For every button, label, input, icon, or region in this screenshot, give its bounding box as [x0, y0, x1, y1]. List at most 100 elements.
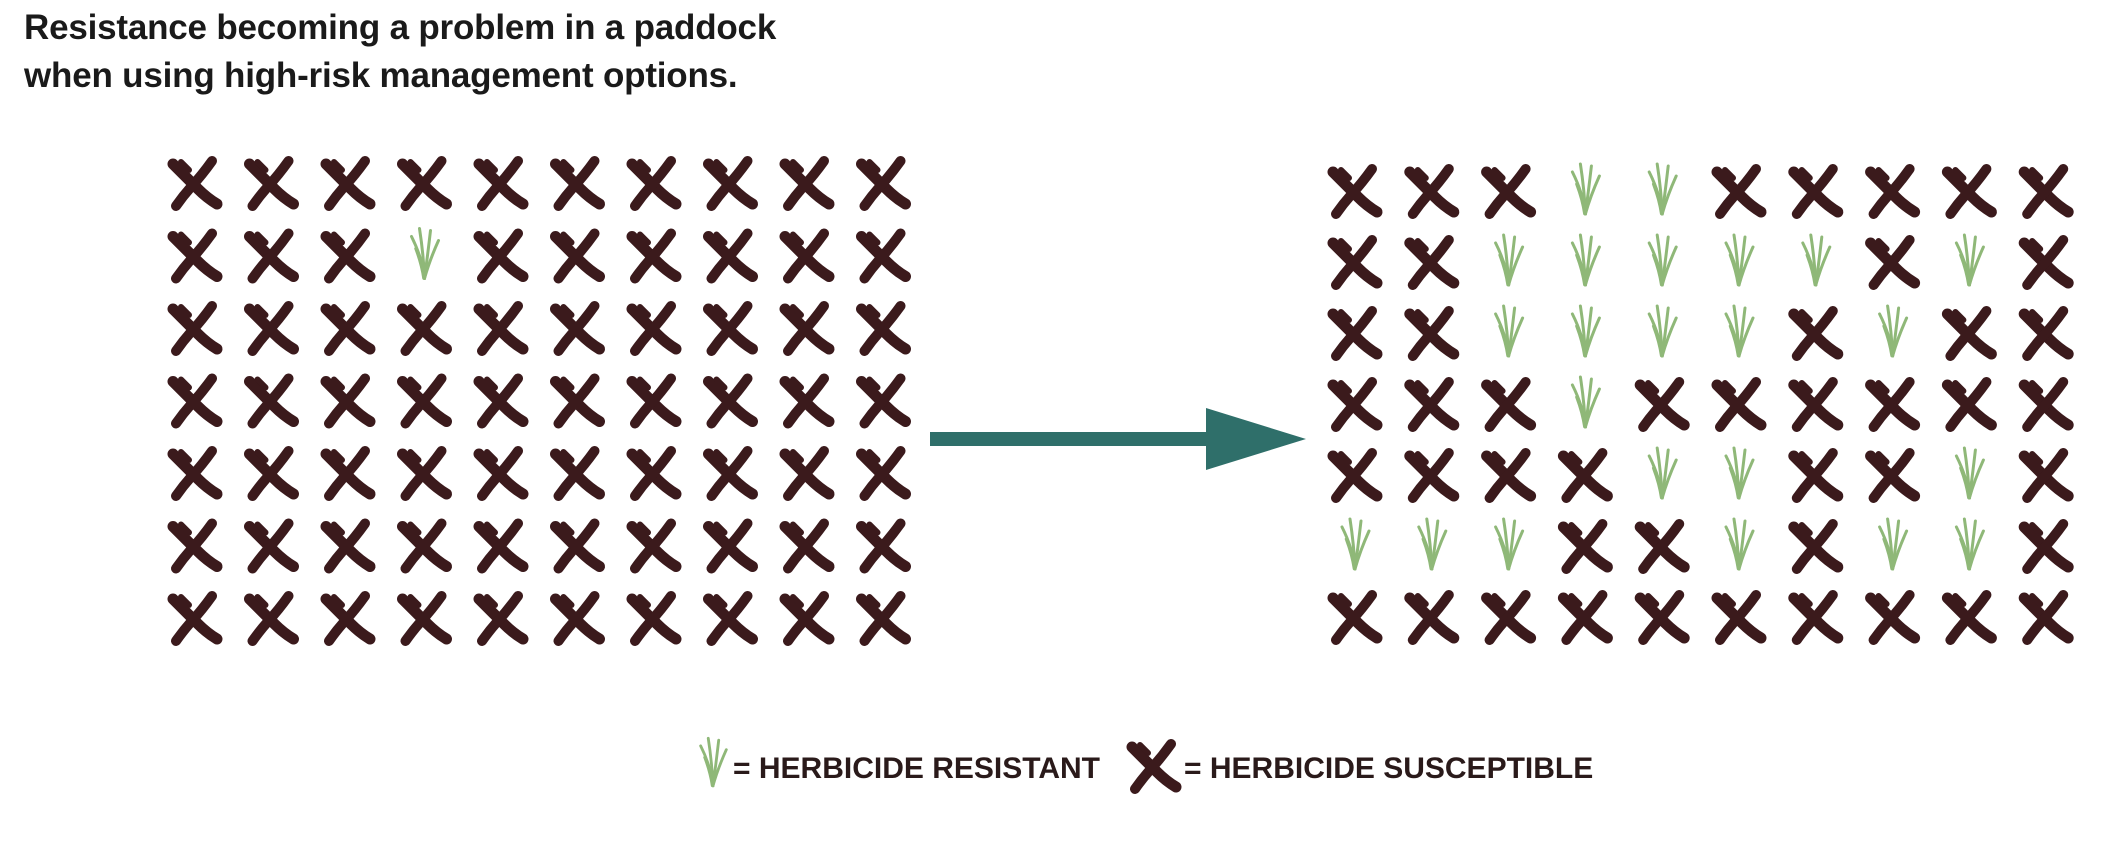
cross-mark-icon: [1794, 382, 1838, 427]
cross-mark-icon: [1487, 169, 1531, 214]
cross-mark-icon: [632, 306, 676, 351]
cross-mark-icon: [403, 379, 447, 424]
cross-mark-icon: [1871, 595, 1915, 640]
title-line-2: when using high-risk management options.: [24, 56, 738, 95]
cross-mark-icon: [785, 234, 829, 279]
cross-mark-icon: [1410, 311, 1454, 356]
cross-mark-icon: [709, 161, 753, 206]
cross-mark-icon: [479, 234, 523, 279]
cross-mark-icon: [173, 451, 217, 496]
grass-tuft-icon: [1494, 233, 1525, 287]
cross-mark-icon: [632, 596, 676, 641]
cross-mark-icon: [173, 306, 217, 351]
cross-mark-icon: [862, 234, 906, 279]
cross-mark-icon: [785, 451, 829, 496]
cross-mark-icon: [1871, 169, 1915, 214]
cross-mark-icon: [1794, 169, 1838, 214]
cross-mark-icon: [250, 524, 294, 569]
cross-mark-icon: [1487, 595, 1531, 640]
cross-mark-icon: [173, 161, 217, 206]
grass-tuft-icon: [1494, 304, 1525, 358]
grass-tuft-icon: [1494, 517, 1525, 571]
cross-mark-icon: [326, 306, 370, 351]
cross-mark-icon: [1333, 595, 1377, 640]
cross-mark-icon: [632, 524, 676, 569]
grass-tuft-icon: [1340, 517, 1371, 571]
cross-mark-icon: [1640, 524, 1684, 569]
grass-tuft-icon: [1570, 375, 1601, 429]
cross-mark-icon: [1640, 382, 1684, 427]
cross-mark-icon: [862, 451, 906, 496]
cross-mark-icon: [250, 161, 294, 206]
grass-tuft-icon: [410, 227, 440, 280]
figure-title: Resistance becoming a problem in a paddo…: [24, 4, 776, 100]
cross-mark-icon: [2024, 311, 2068, 356]
cross-mark-icon: [709, 306, 753, 351]
cross-mark-icon: [1563, 524, 1607, 569]
cross-mark-icon: [1717, 595, 1761, 640]
cross-mark-icon: [632, 161, 676, 206]
cross-mark-icon: [556, 379, 600, 424]
grass-tuft-icon: [1570, 304, 1601, 358]
arrow-icon: [930, 408, 1306, 470]
cross-mark-icon: [1563, 595, 1607, 640]
grass-tuft-icon: [1570, 233, 1601, 287]
cross-mark-icon: [479, 161, 523, 206]
cross-mark-icon: [1947, 382, 1991, 427]
grass-tuft-icon: [1647, 446, 1678, 500]
cross-mark-icon: [1333, 382, 1377, 427]
cross-mark-icon: [173, 596, 217, 641]
cross-mark-icon: [1563, 453, 1607, 498]
cross-mark-icon: [862, 306, 906, 351]
cross-mark-icon: [632, 234, 676, 279]
cross-mark-icon: [709, 596, 753, 641]
cross-mark-icon: [1333, 169, 1377, 214]
cross-mark-icon: [2024, 169, 2068, 214]
cross-mark-icon: [250, 451, 294, 496]
cross-mark-icon: [403, 161, 447, 206]
cross-mark-icon: [1947, 595, 1991, 640]
cross-mark-icon: [785, 596, 829, 641]
cross-mark-icon: [1333, 240, 1377, 285]
cross-mark-icon: [479, 596, 523, 641]
grass-tuft-icon: [1954, 446, 1985, 500]
cross-mark-icon: [2024, 524, 2068, 569]
cross-mark-icon: [1132, 744, 1176, 789]
grass-tuft-icon: [1724, 233, 1755, 287]
cross-mark-icon: [1640, 595, 1684, 640]
cross-mark-icon: [403, 524, 447, 569]
cross-mark-icon: [556, 451, 600, 496]
cross-mark-icon: [1487, 382, 1531, 427]
cross-mark-icon: [326, 451, 370, 496]
legend: = HERBICIDE RESISTANT = HERBICIDE SUSCEP…: [699, 736, 1593, 789]
cross-mark-icon: [709, 524, 753, 569]
cross-mark-icon: [1410, 382, 1454, 427]
paddock-after-grid: [1333, 162, 2068, 640]
title-line-1: Resistance becoming a problem in a paddo…: [24, 8, 777, 47]
cross-mark-icon: [2024, 595, 2068, 640]
cross-mark-icon: [403, 306, 447, 351]
cross-mark-icon: [173, 379, 217, 424]
cross-mark-icon: [2024, 382, 2068, 427]
cross-mark-icon: [1487, 453, 1531, 498]
grass-tuft-icon: [699, 736, 728, 788]
grass-tuft-icon: [1724, 446, 1755, 500]
cross-mark-icon: [862, 524, 906, 569]
cross-mark-icon: [1410, 240, 1454, 285]
cross-mark-icon: [403, 596, 447, 641]
cross-mark-icon: [1410, 453, 1454, 498]
cross-mark-icon: [1947, 311, 1991, 356]
cross-mark-icon: [1794, 595, 1838, 640]
grass-tuft-icon: [1647, 162, 1678, 216]
cross-mark-icon: [556, 234, 600, 279]
cross-mark-icon: [326, 596, 370, 641]
cross-mark-icon: [1410, 169, 1454, 214]
grass-tuft-icon: [1878, 517, 1909, 571]
cross-mark-icon: [326, 524, 370, 569]
cross-mark-icon: [556, 161, 600, 206]
cross-mark-icon: [2024, 240, 2068, 285]
legend-resistant-label: = HERBICIDE RESISTANT: [733, 752, 1100, 785]
cross-mark-icon: [173, 524, 217, 569]
grass-tuft-icon: [1570, 162, 1601, 216]
cross-mark-icon: [250, 596, 294, 641]
